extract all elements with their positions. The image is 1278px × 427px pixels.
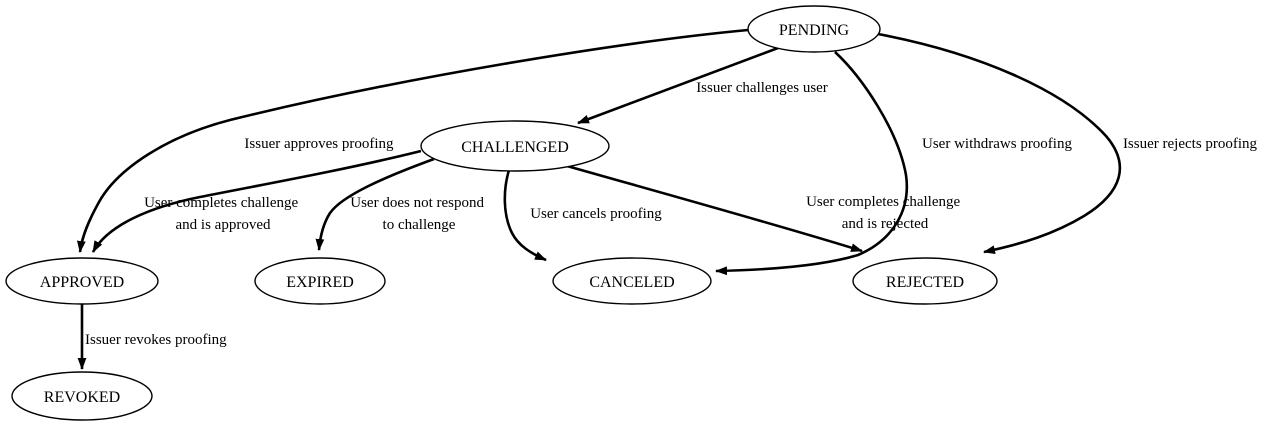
node-revoked: REVOKED xyxy=(11,371,153,421)
edge-label-challenged-canceled: User cancels proofing xyxy=(530,206,662,222)
node-canceled: CANCELED xyxy=(552,257,712,305)
edge-pending-canceled xyxy=(715,51,909,276)
edge-label-challenged-expired: User does not respond to challenge xyxy=(350,195,487,233)
node-challenged-ellipse xyxy=(420,120,610,172)
node-pending-label: PENDING xyxy=(779,22,850,39)
node-challenged: CHALLENGED xyxy=(420,120,610,172)
edge-challenged-rejected xyxy=(566,164,863,253)
node-approved-label: APPROVED xyxy=(40,274,124,291)
edge-pending-challenged xyxy=(577,46,779,125)
node-group: PENDING CHALLENGED APPROVED EXPIRED CANC… xyxy=(5,5,998,421)
node-challenged-label: CHALLENGED xyxy=(461,139,569,156)
node-rejected: REJECTED xyxy=(852,257,998,305)
node-canceled-ellipse xyxy=(552,257,712,305)
node-pending: PENDING xyxy=(747,5,881,53)
edge-label-pending-challenged: Issuer challenges user xyxy=(696,80,828,96)
edge-label-approved-revoked: Issuer revokes proofing xyxy=(85,332,227,348)
node-canceled-label: CANCELED xyxy=(589,274,674,291)
edge-group xyxy=(77,28,1122,370)
node-rejected-ellipse xyxy=(852,257,998,305)
edge-label-pending-approved: Issuer approves proofing xyxy=(244,136,394,152)
node-revoked-ellipse xyxy=(11,371,153,421)
node-approved: APPROVED xyxy=(5,257,159,305)
edge-pending-approved xyxy=(77,28,749,253)
edge-challenged-approved xyxy=(91,149,422,253)
node-rejected-label: REJECTED xyxy=(886,274,964,291)
node-pending-ellipse xyxy=(747,5,881,53)
node-revoked-label: REVOKED xyxy=(44,389,120,406)
node-approved-ellipse xyxy=(5,257,159,305)
edge-label-pending-canceled: User withdraws proofing xyxy=(922,136,1072,152)
edge-challenged-canceled xyxy=(503,169,547,262)
edge-challenged-expired xyxy=(315,157,435,251)
node-expired-label: EXPIRED xyxy=(286,274,354,291)
edge-label-challenged-approved: User completes challenge and is approved xyxy=(144,195,302,233)
edge-label-pending-rejected: Issuer rejects proofing xyxy=(1123,136,1258,152)
edge-label-group: Issuer challenges user Issuer approves p… xyxy=(85,80,1258,348)
node-expired: EXPIRED xyxy=(254,257,386,305)
edge-label-challenged-rejected: User completes challenge and is rejected xyxy=(806,194,964,232)
node-expired-ellipse xyxy=(254,257,386,305)
edge-pending-rejected xyxy=(877,32,1122,255)
